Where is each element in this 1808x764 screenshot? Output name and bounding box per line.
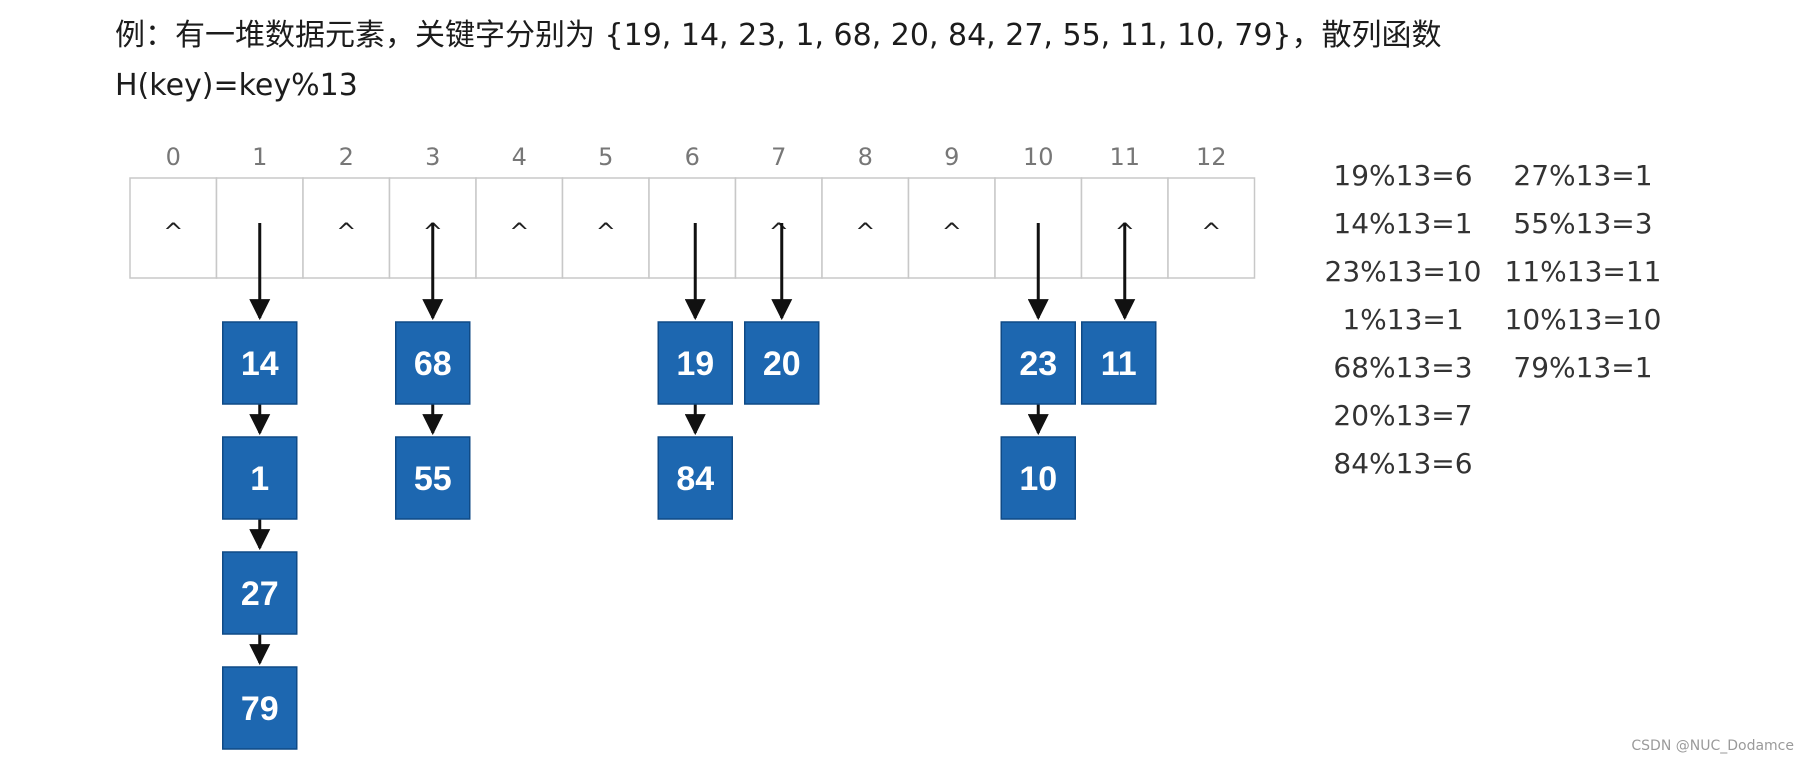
hash-calc-68-13-3: 68%13=3 (1333, 351, 1473, 384)
hash-slot-2 (302, 177, 391, 279)
chain-node-label-79: 79 (241, 690, 279, 728)
chain-node-84 (657, 436, 733, 520)
slot-index-10: 10 (1023, 143, 1054, 171)
slot-index-9: 9 (944, 143, 959, 171)
hash-calc-20-13-7: 20%13=7 (1333, 399, 1473, 432)
chain-node-label-68: 68 (414, 345, 452, 383)
null-marker-9: ^ (942, 218, 962, 246)
slot-index-8: 8 (858, 143, 873, 171)
hash-slot-7 (734, 177, 823, 279)
hash-slot-5 (561, 177, 650, 279)
hash-slot-8 (821, 177, 910, 279)
chain-node-label-11: 11 (1101, 345, 1137, 383)
slot-index-3: 3 (425, 143, 440, 171)
slot-index-11: 11 (1109, 143, 1140, 171)
hash-function: H(key)=key%13 (115, 68, 358, 103)
chain-node-label-1: 1 (250, 460, 269, 498)
chain-node-10 (1000, 436, 1076, 520)
null-marker-7: ^ (769, 218, 789, 246)
null-marker-5: ^ (596, 218, 616, 246)
slot-index-4: 4 (512, 143, 527, 171)
chain-node-1 (222, 436, 298, 520)
slot-index-12: 12 (1196, 143, 1227, 171)
hash-calc-1-13-1: 1%13=1 (1342, 303, 1464, 336)
null-marker-2: ^ (336, 218, 356, 246)
chain-node-label-14: 14 (241, 345, 279, 383)
chain-arrows (249, 223, 1136, 666)
hash-calc-55-13-3: 55%13=3 (1513, 207, 1653, 240)
null-marker-4: ^ (509, 218, 529, 246)
hash-calc-14-13-1: 14%13=1 (1333, 207, 1473, 240)
null-marker-0: ^ (163, 218, 183, 246)
hash-calc-19-13-6: 19%13=6 (1333, 159, 1473, 192)
slot-index-6: 6 (685, 143, 700, 171)
slot-index-2: 2 (339, 143, 354, 171)
hash-table-slots: ^^^^^^^^^^ (129, 177, 1256, 279)
hash-slot-9 (907, 177, 996, 279)
hash-slot-0 (129, 177, 218, 279)
problem-statement: 例：有一堆数据元素，关键字分别为 {19, 14, 23, 1, 68, 20,… (115, 18, 1442, 53)
hash-slot-12 (1167, 177, 1256, 279)
hash-slot-4 (475, 177, 564, 279)
chain-node-14 (222, 321, 298, 405)
chain-node-label-23: 23 (1019, 345, 1057, 383)
slot-index-1: 1 (252, 143, 267, 171)
chain-node-label-55: 55 (414, 460, 452, 498)
chain-node-label-10: 10 (1019, 460, 1057, 498)
chain-node-label-20: 20 (763, 345, 801, 383)
chain-nodes: 14 1 27 79 68 55 19 84 20 23 10 11 (222, 321, 1157, 750)
hash-calc-27-13-1: 27%13=1 (1513, 159, 1653, 192)
chain-node-label-27: 27 (241, 575, 279, 613)
chain-node-11 (1081, 321, 1157, 405)
chain-node-79 (222, 666, 298, 750)
slot-index-5: 5 (598, 143, 613, 171)
chain-node-68 (395, 321, 471, 405)
slot-index-0: 0 (166, 143, 181, 171)
null-marker-12: ^ (1201, 218, 1221, 246)
chain-node-23 (1000, 321, 1076, 405)
chain-node-20 (744, 321, 820, 405)
chain-node-55 (395, 436, 471, 520)
chain-node-19 (657, 321, 733, 405)
hash-calc-84-13-6: 84%13=6 (1333, 447, 1473, 480)
null-marker-8: ^ (855, 218, 875, 246)
chain-node-label-84: 84 (676, 460, 714, 498)
chain-node-label-19: 19 (676, 345, 714, 383)
hash-calc-11-13-11: 11%13=11 (1504, 255, 1662, 288)
hash-slot-6 (648, 177, 737, 279)
watermark: CSDN @NUC_Dodamce (1631, 738, 1794, 754)
chain-node-27 (222, 551, 298, 635)
hash-calc-79-13-1: 79%13=1 (1513, 351, 1653, 384)
hash-calc-23-13-10: 23%13=10 (1324, 255, 1482, 288)
hash-calc-10-13-10: 10%13=10 (1504, 303, 1662, 336)
slot-index-7: 7 (771, 143, 786, 171)
